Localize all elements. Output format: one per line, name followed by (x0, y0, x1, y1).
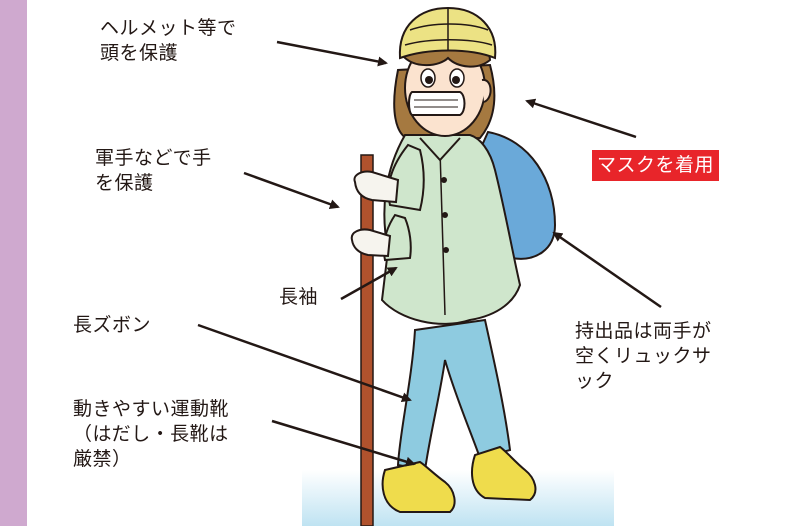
pants (396, 318, 512, 472)
shoe-right (471, 445, 537, 502)
gloves-label: 軍手などで手 を保護 (95, 147, 212, 194)
glove-upper (353, 170, 400, 204)
backpack-label: 持出品は両手が 空くリュックサ ック (575, 320, 712, 392)
side-color-bar (0, 0, 27, 526)
shoes-label: 動きやすい運動靴 （はだし・長靴は 厳禁） (73, 398, 230, 470)
face-mask (408, 91, 466, 116)
arrow-icon (197, 40, 662, 467)
sleeves-label: 長袖 (279, 286, 319, 308)
ground (302, 470, 614, 526)
helmet-label: ヘルメット等で 頭を保護 (100, 17, 237, 64)
mask-label-badge: マスクを着用 (592, 150, 720, 181)
glove-lower (350, 228, 392, 258)
pants-label: 長ズボン (73, 314, 152, 336)
shoe-left (381, 460, 456, 513)
walking-stick (360, 154, 374, 526)
